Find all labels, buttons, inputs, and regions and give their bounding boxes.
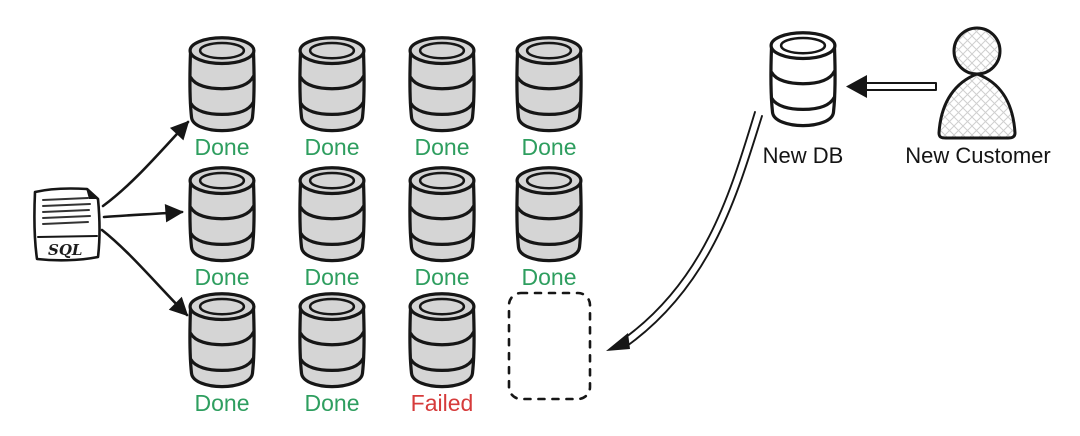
dogear-corner xyxy=(86,188,99,199)
new-database-icon xyxy=(769,31,837,128)
db-grid-row-1: Done Done Done Done xyxy=(188,36,583,160)
database-icon xyxy=(408,292,476,389)
document-divider xyxy=(37,235,98,238)
status-label: Done xyxy=(522,134,577,160)
status-label: Done xyxy=(415,134,470,160)
status-label: Done xyxy=(195,264,250,290)
status-label: Failed xyxy=(411,390,474,416)
new-customer-label: New Customer xyxy=(905,143,1050,168)
db-grid-row-2: Done Done Done Done xyxy=(188,166,583,290)
database-icon xyxy=(298,166,366,263)
database-icon xyxy=(515,166,583,263)
sql-doc-label: SQL xyxy=(48,241,82,259)
new-customer-group: New Customer xyxy=(905,26,1051,168)
sql-document-icon: SQL xyxy=(33,187,101,262)
new-db-label: New DB xyxy=(763,143,844,168)
status-label: Done xyxy=(195,134,250,160)
arrowhead xyxy=(846,75,867,98)
status-label: Done xyxy=(195,390,250,416)
new-db-group: New DB xyxy=(763,31,844,168)
arrow-to-row-2 xyxy=(102,204,184,223)
fanout-arrows xyxy=(100,120,190,317)
database-icon xyxy=(298,292,366,389)
database-icon xyxy=(188,292,256,389)
arrowhead xyxy=(606,333,630,351)
person-body xyxy=(937,72,1017,140)
status-label: Done xyxy=(415,264,470,290)
pending-db-placeholder xyxy=(507,291,592,401)
status-label: Done xyxy=(305,134,360,160)
status-label: Done xyxy=(305,264,360,290)
customer-to-newdb-arrow xyxy=(846,75,937,98)
database-icon xyxy=(408,36,476,133)
status-label: Done xyxy=(522,264,577,290)
database-icon xyxy=(188,36,256,133)
arrow-to-row-1 xyxy=(101,120,190,208)
person-icon xyxy=(952,26,1002,76)
database-icon xyxy=(515,36,583,133)
document-text-lines xyxy=(42,197,91,225)
database-icon xyxy=(188,166,256,263)
database-icon xyxy=(298,36,366,133)
newdb-to-placeholder-arrow xyxy=(606,111,763,351)
database-icon xyxy=(408,166,476,263)
arrow-to-row-3 xyxy=(100,228,189,317)
status-label: Done xyxy=(305,390,360,416)
db-grid-row-3: Done Done Failed xyxy=(188,291,592,416)
